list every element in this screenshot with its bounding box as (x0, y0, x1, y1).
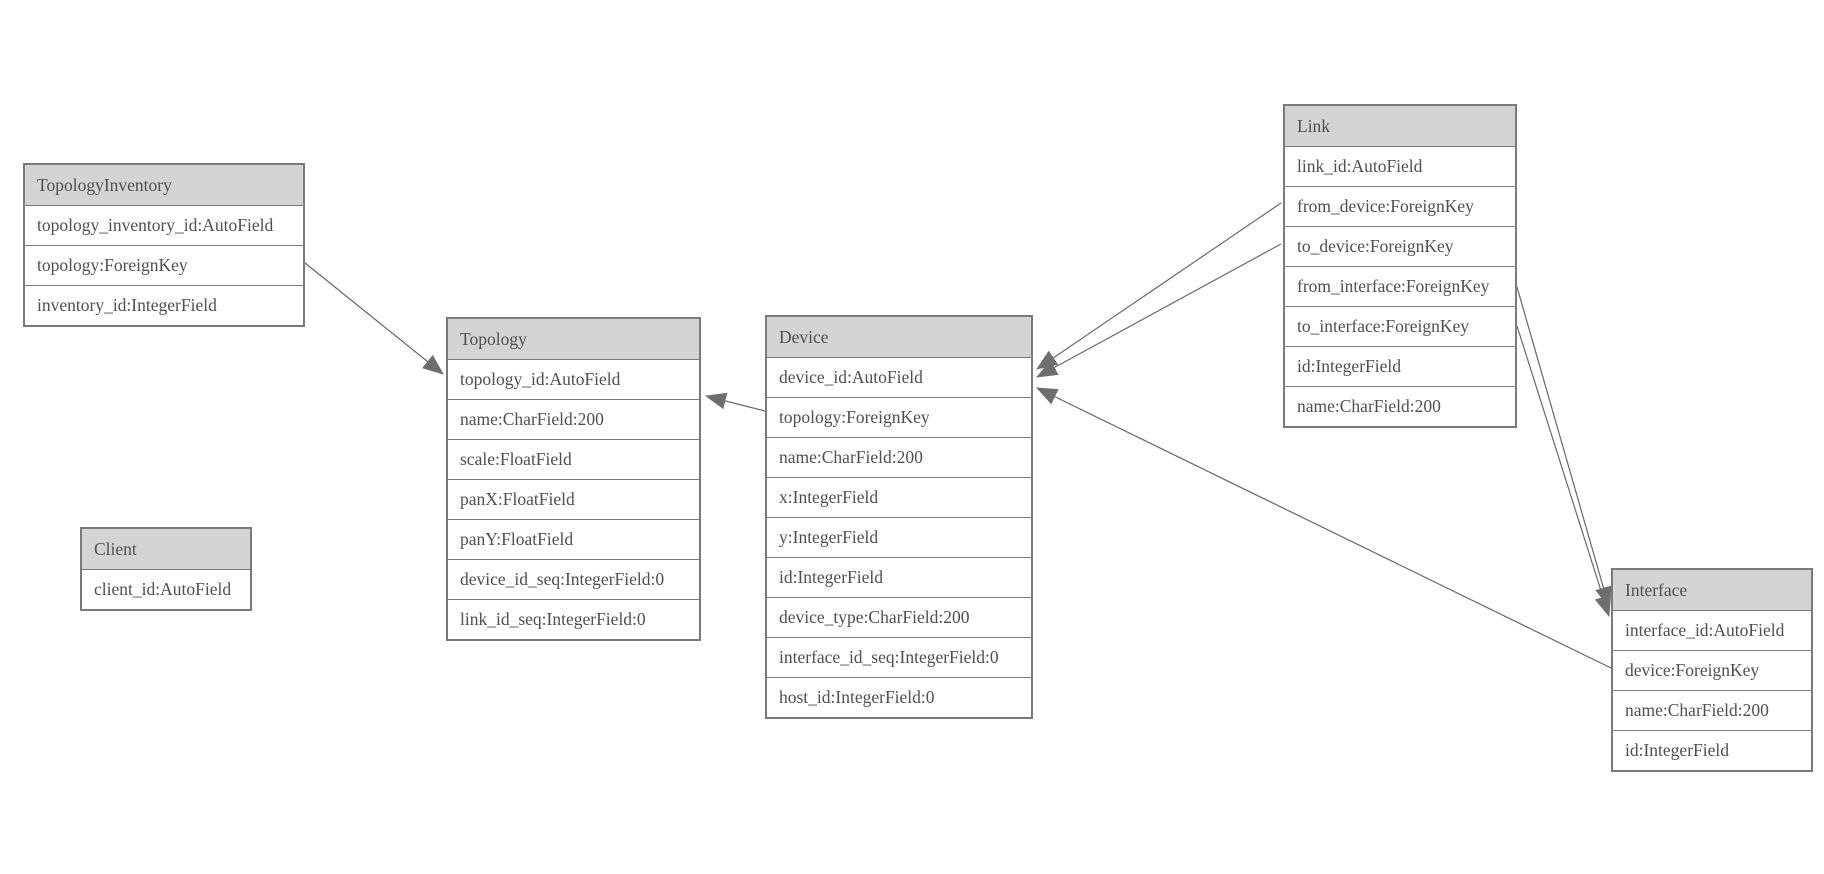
entity-field-row: inventory_id:IntegerField (25, 285, 303, 325)
entity-field-row: topology:ForeignKey (767, 397, 1031, 437)
entity-field-row: y:IntegerField (767, 517, 1031, 557)
entity-field-row: name:CharField:200 (448, 399, 699, 439)
entity-field-row: name:CharField:200 (1613, 690, 1811, 730)
entity-field-row: id:IntegerField (1613, 730, 1811, 770)
entity-field-row: device_id:AutoField (767, 357, 1031, 397)
entity-field-row: scale:FloatField (448, 439, 699, 479)
entity-field-row: to_device:ForeignKey (1285, 226, 1515, 266)
entity-field-row: from_interface:ForeignKey (1285, 266, 1515, 306)
entity-field-row: host_id:IntegerField:0 (767, 677, 1031, 717)
edge-link-tointerface-interface (1516, 325, 1612, 617)
entity-field-row: interface_id:AutoField (1613, 610, 1811, 650)
entity-field-row: link_id_seq:IntegerField:0 (448, 599, 699, 639)
entity-field-row: device_type:CharField:200 (767, 597, 1031, 637)
entity-title: Interface (1613, 570, 1811, 610)
entity-field-row: link_id:AutoField (1285, 146, 1515, 186)
entity-field-row: device:ForeignKey (1613, 650, 1811, 690)
entity-field-row: id:IntegerField (1285, 346, 1515, 386)
entity-title: TopologyInventory (25, 165, 303, 205)
entity-field-row: id:IntegerField (767, 557, 1031, 597)
edge-link-todevice-device (1036, 243, 1282, 378)
entity-field-row: topology_inventory_id:AutoField (25, 205, 303, 245)
edge-interface-device (1036, 387, 1612, 669)
entity-field-row: to_interface:ForeignKey (1285, 306, 1515, 346)
entity-title: Topology (448, 319, 699, 359)
entity-field-row: panY:FloatField (448, 519, 699, 559)
edge-topologyinventory-topology (304, 262, 444, 375)
edge-link-fromdevice-device (1036, 202, 1282, 370)
entity-field-row: from_device:ForeignKey (1285, 186, 1515, 226)
entity-title: Device (767, 317, 1031, 357)
entity-title: Client (82, 529, 250, 569)
entity-title: Link (1285, 106, 1515, 146)
entity-field-row: x:IntegerField (767, 477, 1031, 517)
entity-field-row: client_id:AutoField (82, 569, 250, 609)
entity-field-row: panX:FloatField (448, 479, 699, 519)
edge-device-topology (705, 392, 766, 412)
entity-field-row: interface_id_seq:IntegerField:0 (767, 637, 1031, 677)
edge-link-frominterface-interface (1516, 286, 1612, 608)
entity-field-row: device_id_seq:IntegerField:0 (448, 559, 699, 599)
entity-field-row: topology_id:AutoField (448, 359, 699, 399)
entity-field-row: name:CharField:200 (767, 437, 1031, 477)
entity-field-row: topology:ForeignKey (25, 245, 303, 285)
entity-field-row: name:CharField:200 (1285, 386, 1515, 426)
